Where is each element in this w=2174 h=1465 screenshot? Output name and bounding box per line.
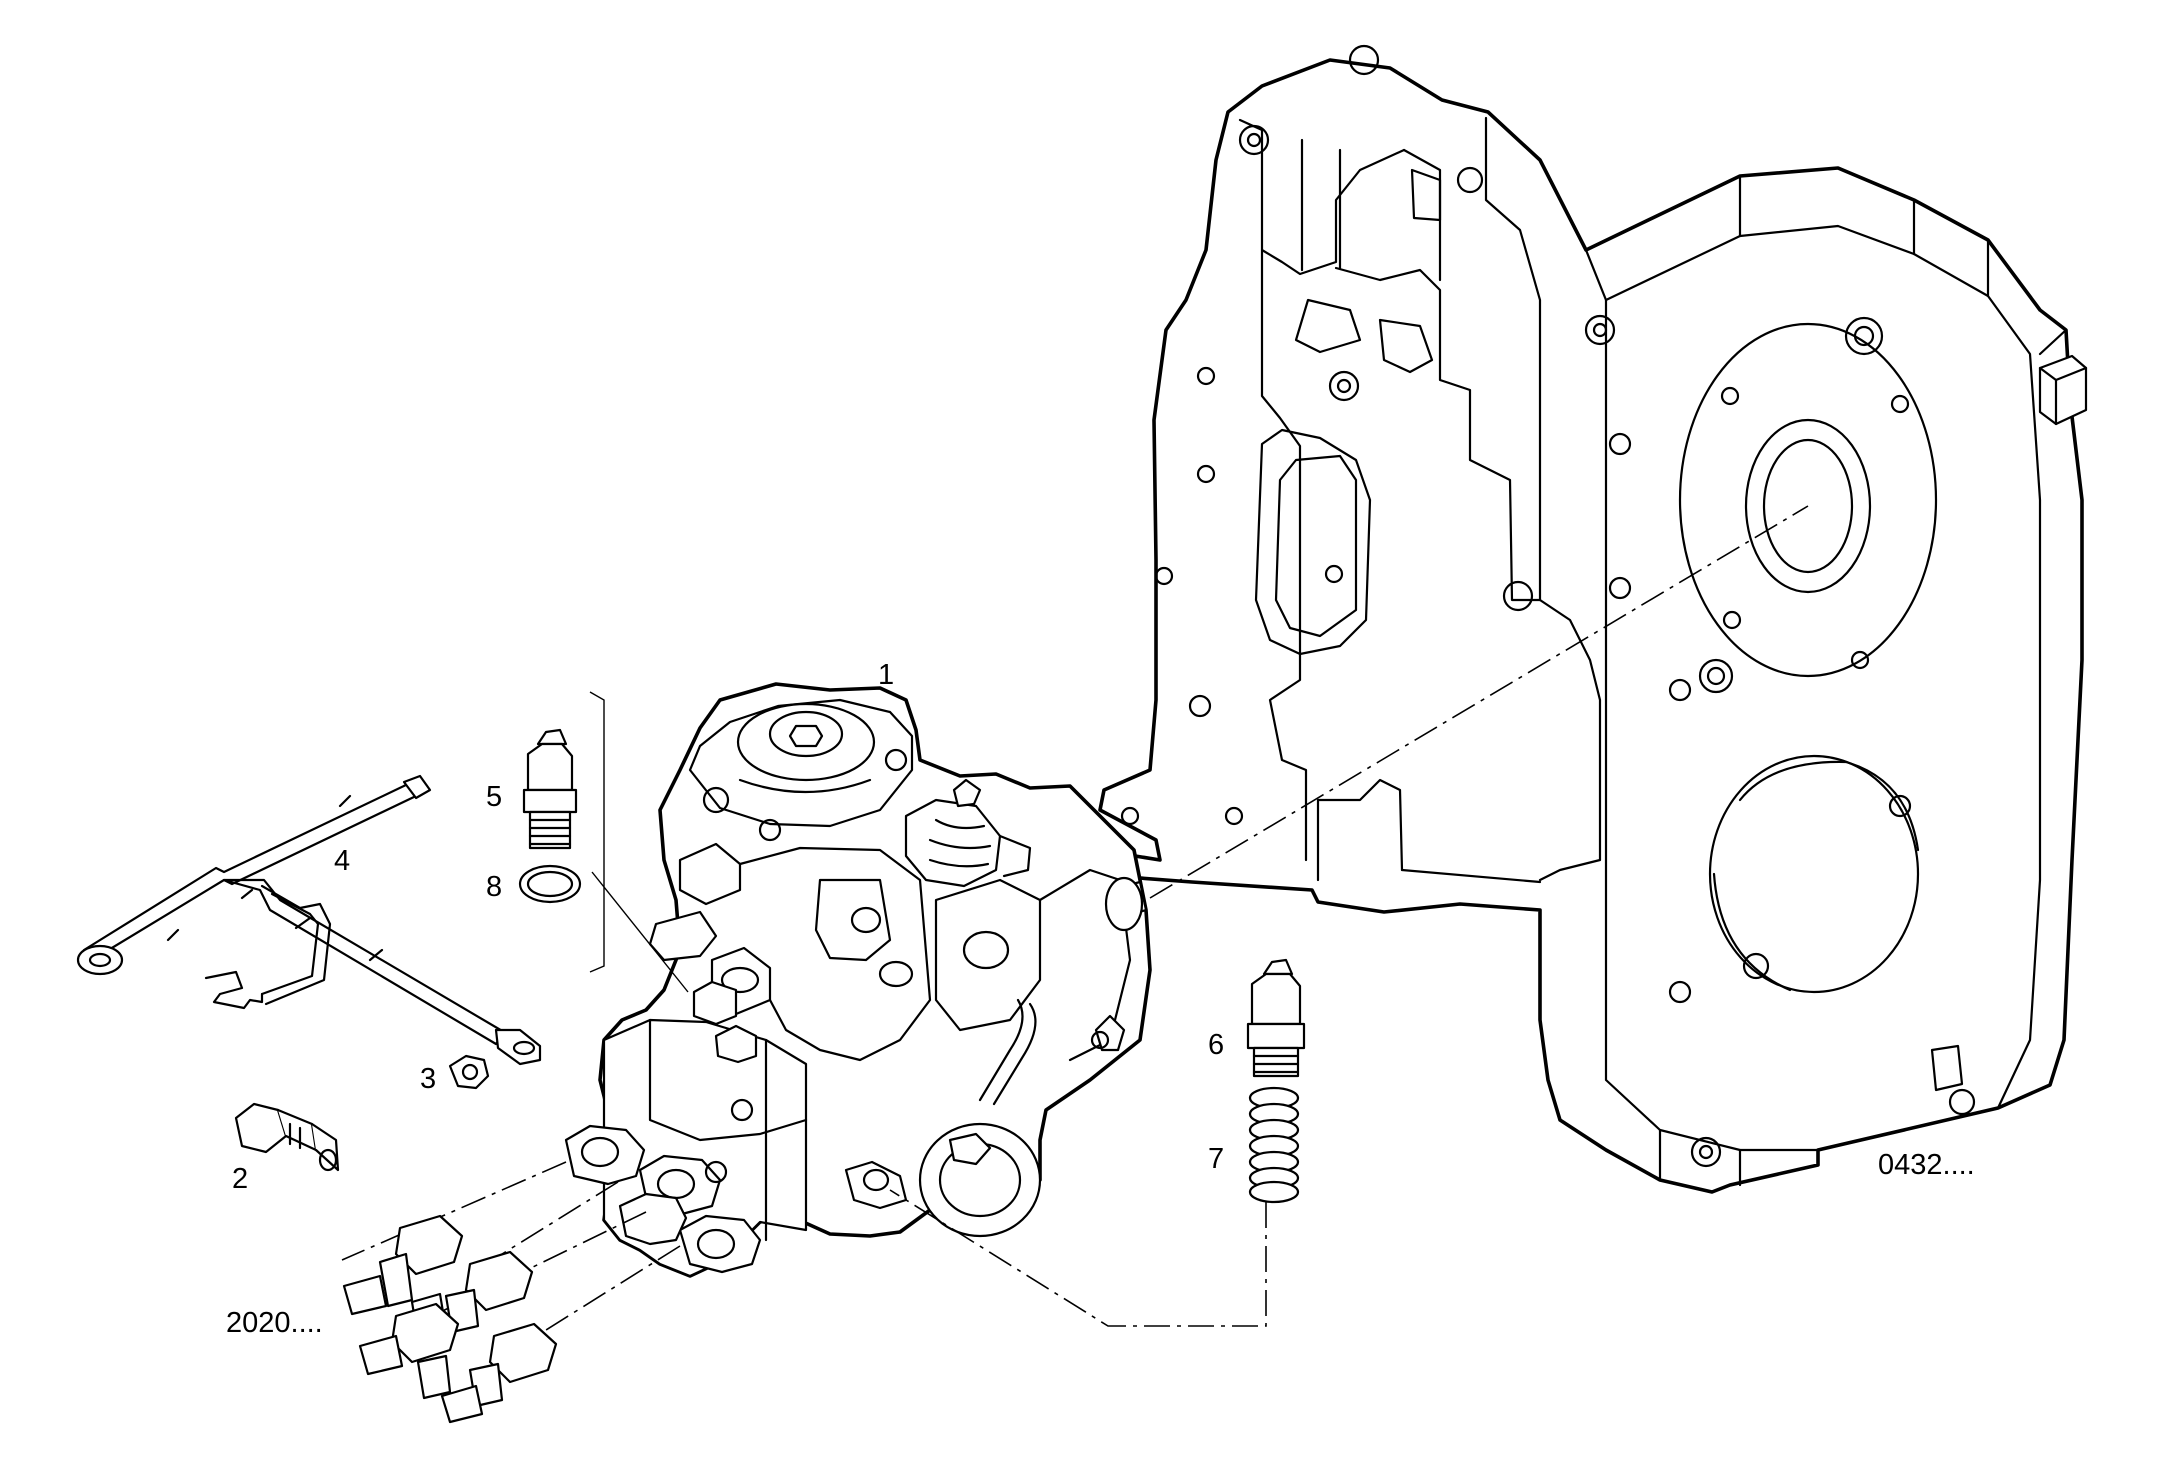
callout-6: 6: [1208, 1029, 1224, 1061]
hex-nut: [448, 1054, 490, 1090]
callout-7: 7: [1208, 1143, 1224, 1175]
reference-label-0432: 0432....: [1878, 1149, 1975, 1181]
sealing-ring: [518, 864, 582, 904]
shaft-axis-line: [1149, 505, 1809, 899]
temperature-sensor: [234, 1102, 340, 1172]
group-bracket: [589, 691, 605, 973]
callout-3: 3: [420, 1063, 436, 1095]
valve-fitting-5: [522, 728, 578, 850]
reference-label-2020: 2020....: [226, 1307, 323, 1339]
gear-housing: [1096, 44, 2088, 1194]
callout-8: 8: [486, 871, 502, 903]
spring-leader-line: [889, 1189, 1267, 1327]
bolt-holes: [1120, 44, 1976, 1168]
callout-1: 1: [878, 659, 894, 691]
callout-4: 4: [334, 845, 350, 877]
injection-pump: [564, 682, 1152, 1278]
spring: [1248, 1086, 1300, 1204]
wiring-harness: [76, 774, 542, 1066]
callout-5: 5: [486, 781, 502, 813]
callout-2: 2: [232, 1163, 248, 1195]
injector-lines: [341, 1161, 681, 1424]
valve-fitting-6: [1246, 958, 1306, 1078]
